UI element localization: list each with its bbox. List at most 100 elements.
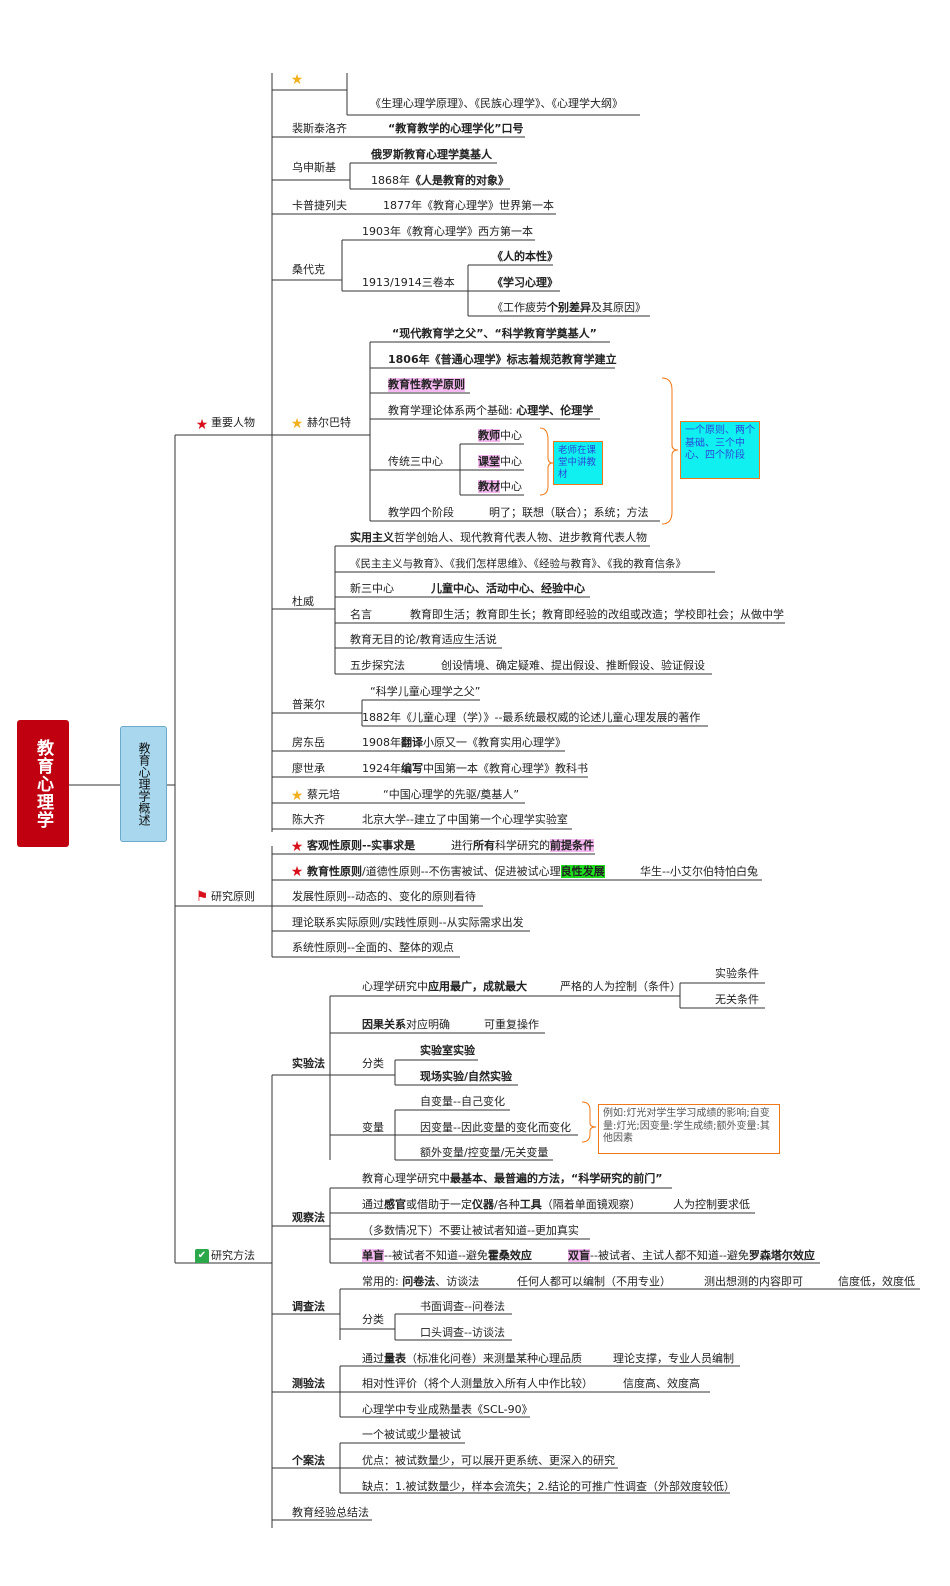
repeatable: 可重复操作 [484,1018,539,1031]
preyer-book: 1882年《儿童心理（学）》--最系统最权威的论述儿童心理发展的著作 [362,711,701,724]
observation-means: 通过感官或借助于一定仪器/各种工具（隔着单面镜观察） [362,1198,641,1211]
method-observation[interactable]: 观察法 [292,1211,325,1224]
checkmark-icon: ✔ [195,1249,209,1263]
double-blind: 双盲--被试者、主试人都不知道--避免罗森塔尔效应 [568,1249,815,1262]
person-liao[interactable]: 廖世承 [292,762,325,775]
lab-experiment: 实验室实验 [420,1044,475,1057]
herbart-1806: 1806年《普通心理学》标志着规范教育学建立 [388,353,617,366]
educative-teaching-principle: 教育性教学原则 [388,378,465,392]
branch-people[interactable]: 重要人物 [211,416,255,429]
branch-methods[interactable]: 研究方法 [211,1249,255,1262]
thorndike-book-1903: 1903年《教育心理学》西方第一本 [362,225,533,238]
principle-educational: 教育性原则/道德性原则--不伤害被试、促进被试心理良性发展 [307,865,605,878]
person-kapterev[interactable]: 卡普捷列夫 [292,199,347,212]
principle-objectivity: 客观性原则--实事求是 [307,839,416,852]
method-survey[interactable]: 调查法 [292,1300,325,1313]
case-cons: 缺点：1.被试数量少，样本会流失；2.结论的可推广性调查（外部效度较低） [362,1480,735,1493]
method-test[interactable]: 测验法 [292,1377,325,1390]
star-icon: ★ [290,416,304,432]
test-scale: 通过量表（标准化问卷）来测量某种心理品质 [362,1352,582,1365]
extraneous-variable: 额外变量/控变量/无关变量 [420,1146,549,1159]
person-herbart[interactable]: 赫尔巴特 [307,416,351,429]
single-blind: 单盲--被试者不知道--避免霍桑效应 [362,1249,532,1262]
principle-systematic: 系统性原则--全面的、整体的观点 [292,941,454,954]
written-survey: 书面调查--问卷法 [420,1300,505,1313]
root-node[interactable]: 教育心理学 [17,720,69,847]
irrelevant-conditions: 无关条件 [715,993,759,1006]
center-teacher: 教师中心 [478,429,522,442]
observation-unaware: （多数情况下）不要让被试者知道--更加真实 [362,1224,579,1237]
preyer-title: “科学儿童心理学之父” [370,685,481,698]
test-professional: 理论支撑，专业人员编制 [613,1352,734,1365]
person-chen[interactable]: 陈大齐 [292,813,325,826]
star-icon: ★ [290,864,304,880]
star-icon: ★ [290,839,304,855]
oral-survey: 口头调查--访谈法 [420,1326,505,1339]
herbart-fame: “现代教育学之父”、“科学教育学奠基人” [392,327,597,340]
dependent-variable: 因变量--因此变量的变化而变化 [420,1121,571,1134]
survey-common: 常用的: 问卷法、访谈法 [362,1275,480,1288]
survey-measure: 测出想测的内容即可 [704,1275,803,1288]
principle-practice: 理论联系实际原则/实践性原则--从实际需求出发 [292,916,524,929]
cai-title: “中国心理学的先驱/奠基人” [383,788,520,801]
star-icon: ★ [195,417,209,433]
dewey-books: 《民主主义与教育》、《我们怎样思维》、《经验与教育》、《我的教育信条》 [350,558,686,570]
books-list: 《生理心理学原理》、《民族心理学》、《心理学大纲》 [370,97,623,110]
four-stages-list: 明了；联想（联合）；系统；方法 [489,506,649,519]
person-pestalozzi[interactable]: 裴斯泰洛齐 [292,122,347,135]
survey-anyone: 任何人都可以编制（不用专业） [517,1275,671,1288]
low-control: 人为控制要求低 [673,1198,750,1211]
experiment-types: 分类 [362,1057,384,1070]
independent-variable: 自变量--自己变化 [420,1095,505,1108]
method-case[interactable]: 个案法 [292,1454,325,1467]
four-stages: 教学四个阶段 [388,506,454,519]
survey-types: 分类 [362,1313,384,1326]
note-herbart-summary: 一个原则、两个基础、三个中心、四个阶段 [680,421,760,479]
person-fang[interactable]: 房东岳 [292,736,325,749]
star-icon: ★ [290,72,304,88]
chen-lab: 北京大学--建立了中国第一个心理学实验室 [362,813,568,826]
relative-evaluation: 相对性评价（将个人测量放入所有人中作比较） [362,1377,593,1390]
volume-3: 《工作疲劳个别差异及其原因》 [492,301,646,314]
note-three-centers: 老师在课堂中讲教材 [553,441,603,485]
ushinsky-title: 俄罗斯教育心理学奠基人 [371,148,492,161]
case-pros: 优点：被试数量少，可以展开更系统、更深入的研究 [362,1454,615,1467]
person-dewey[interactable]: 杜威 [292,595,314,608]
branch-principles[interactable]: 研究原则 [211,890,255,903]
ushinsky-book: 1868年《人是教育的对象》 [371,174,509,187]
scl-90: 心理学中专业成熟量表《SCL-90》 [362,1403,533,1416]
variables: 变量 [362,1121,384,1134]
kapterev-book: 1877年《教育心理学》世界第一本 [383,199,554,212]
method-experience-summary[interactable]: 教育经验总结法 [292,1506,369,1519]
method-experiment[interactable]: 实验法 [292,1057,325,1070]
overview-node[interactable]: 教育心理学概述 [120,726,167,842]
experiment-most-used: 心理学研究中应用最广，成就最大 [362,980,527,993]
thorndike-three-volumes: 1913/1914三卷本 [362,276,455,289]
dewey-pragmatism: 实用主义哲学创始人、现代教育代表人物、进步教育代表人物 [350,531,647,544]
note-variable-example: 例如:灯光对学生学习成绩的影响;自变量:灯光;因变量:学生成绩;额外变量:其他因… [598,1104,780,1154]
field-experiment: 现场实验/自然实验 [420,1070,513,1083]
star-icon: ★ [290,788,304,804]
principle-development: 发展性原则--动态的、变化的原则看待 [292,890,476,903]
objectivity-detail: 进行所有科学研究的前提条件 [451,839,594,852]
fang-translation: 1908年翻译小原又一《教育实用心理学》 [362,736,566,749]
strict-control: 严格的人为控制（条件） [560,980,681,993]
three-centers: 传统三中心 [388,455,443,468]
center-classroom: 课堂中心 [478,455,522,468]
person-preyer[interactable]: 普莱尔 [292,698,325,711]
watson-example: 华生--小艾尔伯特怕白兔 [640,865,758,878]
five-step-method: 五步探究法 [350,659,405,672]
center-textbook: 教材中心 [478,480,522,493]
volume-2: 《学习心理》 [492,276,558,289]
observation-basic: 教育心理学研究中最基本、最普遍的方法，“科学研究的前门” [362,1172,663,1185]
test-reliability: 信度高、效度高 [623,1377,700,1390]
two-foundations: 教育学理论体系两个基础: 心理学、伦理学 [388,404,594,417]
dewey-quotes: 名言 [350,608,372,621]
new-three-centers: 新三中心 [350,582,394,595]
case-subjects: 一个被试或少量被试 [362,1428,461,1441]
new-three-centers-list: 儿童中心、活动中心、经验中心 [431,582,585,595]
person-thorndike[interactable]: 桑代克 [292,263,325,276]
person-ushinsky[interactable]: 乌申斯基 [292,161,336,174]
person-cai[interactable]: 蔡元培 [307,788,340,801]
